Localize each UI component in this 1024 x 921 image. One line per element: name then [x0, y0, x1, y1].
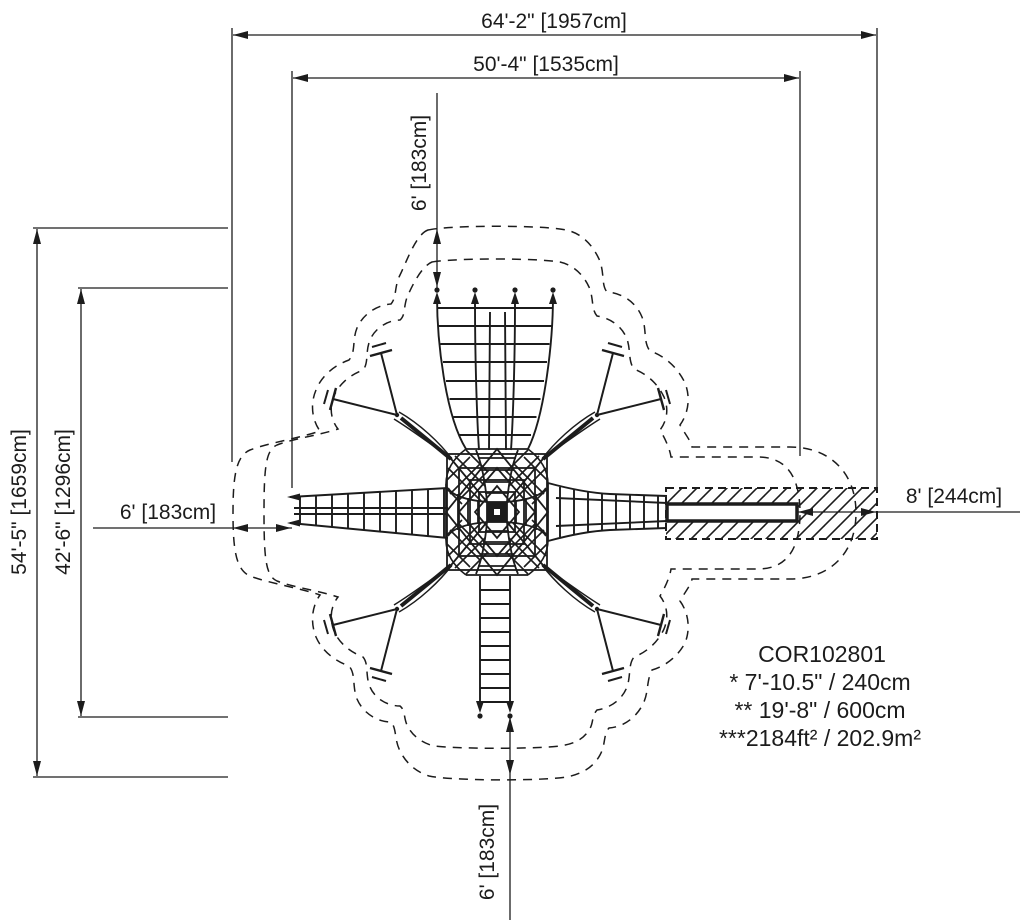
- net-channel-left: [447, 487, 488, 537]
- dimension-arrowheads: [33, 31, 876, 776]
- net-concave-edge: [445, 448, 467, 485]
- net-diamond-large: [457, 466, 537, 558]
- net-quadrant-lower-right: [503, 518, 672, 683]
- use-zone-boundaries: [232, 225, 857, 781]
- right-net-band: [547, 482, 668, 542]
- top-arm-rungs: [437, 307, 553, 436]
- net-ring-2: [478, 491, 516, 533]
- top-arm-post-tips: [433, 287, 557, 304]
- right-band-rungs: [559, 487, 659, 537]
- ground-anchor-icon: [328, 387, 338, 411]
- vertical-extension-lines: [231, 28, 878, 488]
- anchor-tick-icon: [371, 342, 387, 348]
- top-arm-inner-rope: [510, 302, 516, 451]
- net-waist-chords: [445, 448, 549, 576]
- note-diameter: ** 19'-8" / 600cm: [734, 697, 905, 723]
- bottom-clearance-label: 6' [183cm]: [476, 804, 499, 900]
- net-channel-top: [475, 449, 519, 503]
- top-arm-inner-rope: [474, 302, 480, 451]
- ground-anchor-icon: [369, 348, 393, 358]
- net-channel-bottom: [475, 521, 519, 575]
- top-net-arm: [433, 287, 557, 451]
- note-fall-height: * 7'-10.5" / 240cm: [729, 669, 910, 695]
- dimension-lines: [33, 28, 1020, 920]
- corner-spindle: [393, 411, 453, 461]
- overall-width-label: 64'-2" [1957cm]: [481, 10, 627, 33]
- net-ring-3: [469, 479, 525, 545]
- bottom-ladder-arm: [476, 576, 514, 719]
- net-lattice: [445, 449, 490, 505]
- left-clearance-label: 6' [183cm]: [120, 501, 216, 524]
- left-bridge-rungs: [299, 488, 445, 538]
- bottom-ladder-feet: [476, 701, 514, 719]
- net-quadrant-lower-left: [322, 518, 491, 683]
- equipment-depth-label: 42'-6" [1296cm]: [52, 429, 75, 575]
- dimension-labels: 64'-2" [1957cm] 50'-4" [1535cm] 54'-5" […: [8, 10, 1002, 900]
- bottom-ladder-rails: [479, 576, 511, 710]
- net-quadrant-upper-left: [323, 342, 490, 505]
- left-bridge-tips: [287, 493, 300, 527]
- bottom-ladder-rungs: [480, 589, 510, 703]
- guy-wire-shallow: [323, 387, 398, 416]
- left-net-bridge: [287, 487, 449, 539]
- slide-clearance-label: 8' [244cm]: [906, 485, 1002, 508]
- model-number: COR102801: [758, 641, 886, 667]
- tower-mast-cap: [494, 509, 500, 515]
- net-quadrant-upper-right: [503, 341, 672, 506]
- left-bridge-rails: [289, 487, 449, 539]
- left-bridge-center-ropes: [294, 507, 448, 515]
- slide-bedway: [665, 502, 799, 523]
- anchor-tick-icon: [323, 389, 329, 405]
- net-diamond-small: [473, 484, 521, 540]
- outer-use-zone-boundary: [232, 225, 857, 781]
- right-band-bottom-rail: [547, 527, 668, 542]
- top-arm-right-rope: [527, 295, 554, 450]
- notes-block: COR102801 * 7'-10.5" / 240cm ** 19'-8" /…: [719, 641, 921, 751]
- overall-depth-label: 54'-5" [1659cm]: [8, 429, 31, 575]
- top-arm-left-rope: [436, 295, 467, 450]
- central-net-tower: [444, 447, 550, 577]
- horizontal-extension-lines: [33, 227, 228, 778]
- guy-wire-steep: [369, 342, 398, 416]
- right-band-center-ropes: [555, 497, 668, 527]
- right-band-top-rail: [547, 482, 668, 497]
- inner-use-zone-boundary: [263, 258, 801, 749]
- top-clearance-label: 6' [183cm]: [408, 115, 431, 211]
- equipment-width-label: 50'-4" [1535cm]: [473, 53, 619, 76]
- note-area: ***2184ft² / 202.9m²: [719, 725, 921, 751]
